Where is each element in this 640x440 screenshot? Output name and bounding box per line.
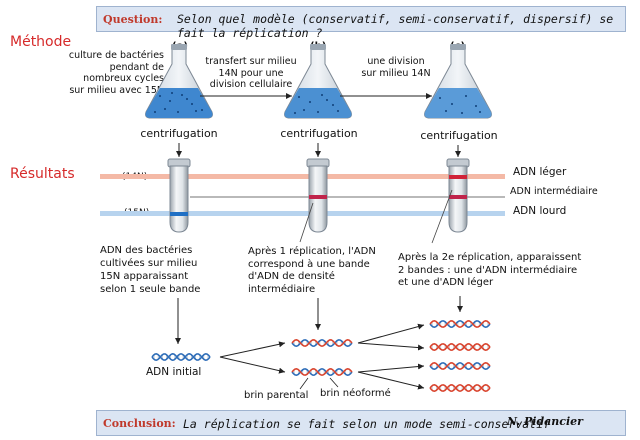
dna-gen2-helix-1 (429, 319, 491, 329)
label-brin-neoforme: brin néoformé (320, 388, 391, 399)
heavy-dna-level-band (100, 211, 505, 216)
question-text: Selon quel modèle (conservatif, semi-con… (177, 12, 614, 40)
conclusion-label: Conclusion: (103, 417, 176, 430)
centrifugation-label-a: centrifugation (140, 127, 218, 140)
label-brin-parental: brin parental (244, 390, 309, 401)
light-dna-level-band (100, 174, 505, 179)
conclusion-text: La réplication se fait selon un mode sem… (183, 417, 550, 431)
result-b-text: Après 1 réplication, l'ADN correspond à … (248, 246, 376, 295)
replication-arrow-5 (357, 363, 425, 373)
tube-b (306, 158, 330, 233)
centrifugation-label-b: centrifugation (280, 127, 358, 140)
step-c-text: une division sur milieu 14N (361, 56, 431, 79)
result-c-text: Après la 2e réplication, apparaissent 2 … (398, 252, 582, 288)
tube-c (446, 158, 470, 233)
pointer-brin-neoforme (329, 377, 339, 388)
tube-b-intermediate-band (309, 195, 327, 199)
label-adn-initial: ADN initial (146, 366, 202, 378)
replication-arrow-3 (357, 323, 425, 344)
dna-gen2-helix-4 (429, 383, 491, 393)
dna-gen1-helix-1 (291, 338, 353, 348)
tube-a-heavy-band (170, 212, 188, 216)
replication-arrow-1 (219, 341, 286, 358)
section-methode: Méthode (10, 34, 72, 50)
tube-c-light-band (449, 175, 467, 179)
label-adn-leger: ADN léger (513, 166, 567, 178)
replication-arrow-6 (357, 371, 425, 390)
dna-helices (151, 319, 491, 393)
question-label: Question: (103, 13, 163, 26)
question-bar: Question: Selon quel modèle (conservatif… (96, 6, 626, 40)
author-signature: N. Pidancier (507, 415, 583, 428)
step-b-text: transfert sur milieu 14N pour une divisi… (205, 56, 297, 90)
conclusion-bar: Conclusion: La réplication se fait selon… (96, 410, 626, 436)
flask-a (145, 44, 213, 119)
dna-initial-helix (151, 352, 211, 362)
label-adn-lourd: ADN lourd (513, 205, 567, 217)
tube-c-intermediate-band (449, 195, 467, 199)
pointer-line-b (299, 202, 314, 243)
flask-b (284, 44, 352, 119)
step-a-text: culture de bactéries pendant de nombreux… (68, 50, 164, 96)
tube-a (167, 158, 191, 233)
label-adn-intermediaire: ADN intermédiaire (510, 186, 598, 197)
pointer-line-c (431, 189, 453, 244)
flask-c (424, 44, 492, 119)
centrifugation-label-c: centrifugation (420, 129, 498, 142)
replication-arrow-2 (219, 356, 286, 374)
dna-gen1-helix-2 (291, 367, 353, 377)
dna-gen2-helix-2 (429, 342, 491, 352)
section-resultats: Résultats (10, 166, 75, 182)
result-a-text: ADN des bactéries cultivées sur milieu 1… (100, 245, 201, 295)
dna-gen2-helix-3 (429, 361, 491, 371)
pointer-brin-parental (299, 377, 309, 390)
replication-arrow-4 (357, 342, 425, 351)
